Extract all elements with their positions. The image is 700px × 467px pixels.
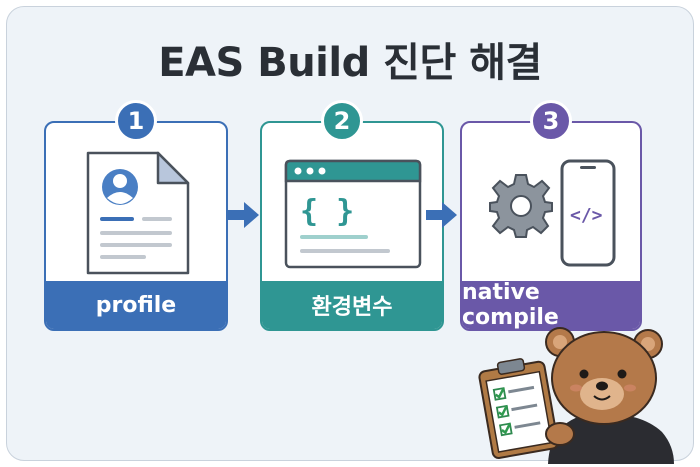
gear-icon <box>488 173 554 239</box>
step-1-badge: 1 <box>115 100 157 142</box>
svg-text:{ }: { } <box>300 194 354 229</box>
bear-mascot <box>478 322 698 464</box>
step-3-card: </> native compile <box>460 121 642 331</box>
phone-code-icon: </> <box>560 159 616 269</box>
step-3-badge: 3 <box>530 100 572 142</box>
arrow-right-icon <box>426 201 458 229</box>
arrow-right-icon <box>228 201 260 229</box>
diagram-title: EAS Build 진단 해결 <box>158 40 542 86</box>
step-3-label: native compile <box>462 280 640 329</box>
step-2-card: { } 환경변수 <box>260 121 444 331</box>
step-1-card: profile <box>44 121 228 331</box>
code-window-icon: { } <box>284 159 422 269</box>
step-1-label: profile <box>46 281 226 329</box>
step-2-label: 환경변수 <box>262 281 442 329</box>
document-profile-icon <box>86 151 190 275</box>
svg-text:</>: </> <box>570 205 603 226</box>
step-2-badge: 2 <box>321 100 363 142</box>
